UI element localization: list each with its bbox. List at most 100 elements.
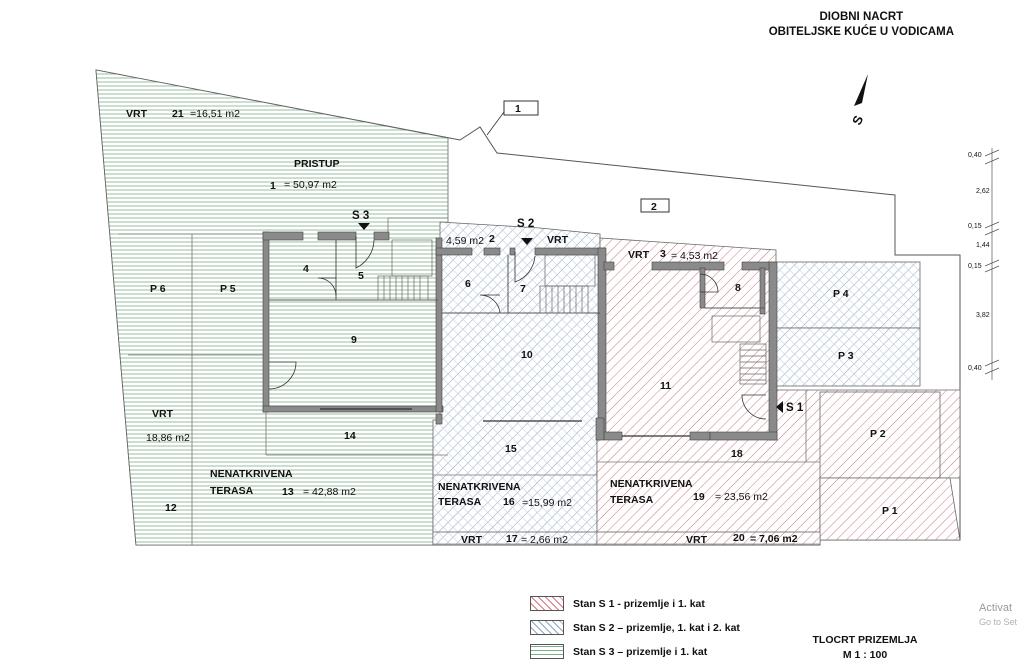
dimension-value: 0,40 xyxy=(968,152,982,159)
room-11-label: 11 xyxy=(660,380,671,392)
terrace-19-area: = 23,56 m2 xyxy=(715,491,768,503)
marker-1-leader xyxy=(486,111,505,136)
s1-entrance-label: S 1 xyxy=(786,402,804,414)
legend-label-s2: Stan S 2 – prizemlje, 1. kat i 2. kat xyxy=(573,621,740,634)
parking-p4-label: P 4 xyxy=(833,288,849,300)
parking-p2-label: P 2 xyxy=(870,428,886,440)
vrt-17-number: 17 xyxy=(506,533,518,545)
zone-15-label: 15 xyxy=(505,443,517,455)
terrace-16-line2: TERASA xyxy=(438,496,482,508)
s1-entrance-icon xyxy=(776,401,783,413)
parking-p1 xyxy=(819,477,961,541)
terrace-13-line1: NENATKRIVENA xyxy=(210,468,293,480)
legend-row-s3: Stan S 3 – prizemlje i 1. kat xyxy=(530,644,740,659)
parking-p6-label: P 6 xyxy=(150,283,166,295)
dimension-value: 0,15 xyxy=(968,223,982,230)
s2-entrance-icon xyxy=(521,238,533,245)
vrt-17-word: VRT xyxy=(461,534,483,546)
vrt-17-area: = 2,66 m2 xyxy=(521,534,568,546)
legend-row-s1: Stan S 1 - prizemlje i 1. kat xyxy=(530,596,740,611)
legend: Stan S 1 - prizemlje i 1. kat Stan S 2 –… xyxy=(530,596,740,668)
marker-1-box xyxy=(503,100,539,116)
terrace-19-line1: NENATKRIVENA xyxy=(610,478,693,490)
zone-18-label: 18 xyxy=(731,448,743,460)
title-line-1: DIOBNI NACRT xyxy=(819,11,904,23)
marker-2-box xyxy=(640,198,670,213)
s3-interior xyxy=(266,234,438,412)
zone-14-label: 14 xyxy=(344,430,356,442)
marker-1-label: 1 xyxy=(515,103,521,115)
dimension-value: 2,62 xyxy=(976,188,990,195)
terrace-16-area: =15,99 m2 xyxy=(522,497,572,509)
terrace-16-number: 16 xyxy=(503,496,515,508)
legend-swatch-s3 xyxy=(530,644,564,659)
dimension-value: 0,15 xyxy=(968,263,982,270)
marker-2-label: 2 xyxy=(651,201,657,213)
vrt-3-word: VRT xyxy=(628,249,650,261)
terrace-19-line2: TERASA xyxy=(610,494,654,506)
s2-entrance-label: S 2 xyxy=(517,218,534,230)
room-5-label: 5 xyxy=(358,270,364,282)
area-4-59: 4,59 m2 xyxy=(446,235,484,247)
zone-3-number: 3 xyxy=(660,248,666,260)
zone-2-number: 2 xyxy=(489,233,495,245)
vrt-left-area: 18,86 m2 xyxy=(146,432,190,444)
north-letter: S xyxy=(849,113,866,127)
room-10-label: 10 xyxy=(521,349,533,361)
dimension-value: 0,40 xyxy=(968,365,982,372)
dimension-values: 0,40 2,62 0,15 1,44 0,15 3,82 0,40 xyxy=(968,152,990,372)
legend-label-s3: Stan S 3 – prizemlje i 1. kat xyxy=(573,645,708,658)
s3-entrance-label: S 3 xyxy=(352,210,369,222)
watermark-line-1: Activat xyxy=(979,602,1013,614)
windows xyxy=(320,408,690,437)
terrace-13-line2: TERASA xyxy=(210,485,254,497)
sheet-caption: TLOCRT PRIZEMLJA M 1 : 100 xyxy=(800,633,930,663)
zone-3-area: = 4,53 m2 xyxy=(671,250,718,262)
plan-labels: VRT 21 =16,51 m2 PRISTUP 1 = 50,97 m2 S … xyxy=(126,103,898,546)
room-8-label: 8 xyxy=(735,282,741,294)
activation-watermark: Activat Go to Set xyxy=(979,601,1017,629)
pristup-label: PRISTUP xyxy=(294,158,340,170)
parcel-lines xyxy=(118,217,820,545)
terrace-19-number: 19 xyxy=(693,491,705,503)
room-6-label: 6 xyxy=(465,278,471,290)
terrace-13-number: 13 xyxy=(282,486,294,498)
room-9-label: 9 xyxy=(351,334,357,346)
dimension-value: 1,44 xyxy=(976,242,990,249)
parking-p1-label: P 1 xyxy=(882,505,898,517)
watermark-line-2: Go to Set xyxy=(979,617,1018,627)
vrt-left-word: VRT xyxy=(152,408,174,420)
parking-p5-label: P 5 xyxy=(220,283,236,295)
room-4-label: 4 xyxy=(303,263,309,275)
terrace-13-area: = 42,88 m2 xyxy=(303,486,356,498)
vrt-20-word: VRT xyxy=(686,534,708,546)
staircases xyxy=(377,239,767,385)
drawing-title: DIOBNI NACRT OBITELJSKE KUĆE U VODICAMA xyxy=(769,10,954,40)
legend-row-s2: Stan S 2 – prizemlje, 1. kat i 2. kat xyxy=(530,620,740,635)
parking-p2 xyxy=(819,391,941,479)
caption-line-1: TLOCRT PRIZEMLJA xyxy=(812,634,918,646)
dimension-value: 3,82 xyxy=(976,312,990,319)
vrt-21-number: 21 xyxy=(172,108,184,120)
pristup-number: 1 xyxy=(270,180,276,192)
parking-p3 xyxy=(775,327,921,387)
legend-label-s1: Stan S 1 - prizemlje i 1. kat xyxy=(573,597,705,610)
zone-12-label: 12 xyxy=(165,502,177,514)
legend-swatch-s1 xyxy=(530,596,564,611)
pristup-area: = 50,97 m2 xyxy=(284,179,337,191)
vrt-s2-label: VRT xyxy=(547,234,569,246)
vrt-21-area: =16,51 m2 xyxy=(190,108,240,120)
caption-line-2: M 1 : 100 xyxy=(842,649,888,661)
legend-swatch-s2 xyxy=(530,620,564,635)
terrace-16-line1: NENATKRIVENA xyxy=(438,481,521,493)
door-swings xyxy=(268,236,767,420)
title-line-2: OBITELJSKE KUĆE U VODICAMA xyxy=(768,26,954,38)
vrt-21-word: VRT xyxy=(126,108,148,120)
parking-p3-label: P 3 xyxy=(838,350,854,362)
north-arrow-icon xyxy=(854,74,868,106)
vrt-20-area: = 7,06 m2 xyxy=(750,533,798,545)
vrt-20-number: 20 xyxy=(733,532,745,544)
s3-entrance-icon xyxy=(358,223,370,230)
dimension-chain xyxy=(984,148,1000,380)
